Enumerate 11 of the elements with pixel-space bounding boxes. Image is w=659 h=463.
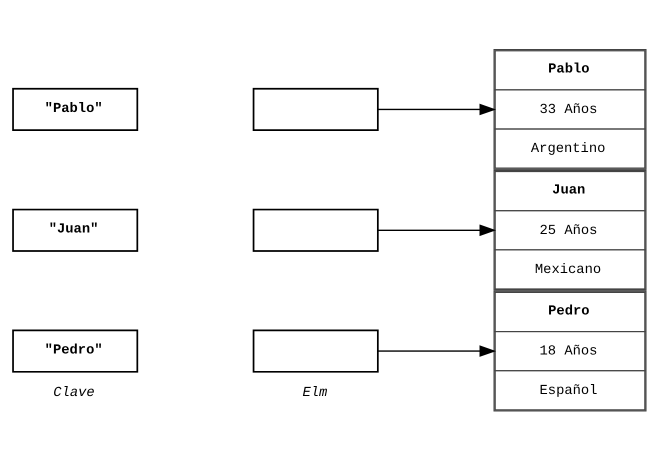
node-box bbox=[252, 208, 379, 252]
node-box bbox=[252, 87, 379, 131]
label: Clave bbox=[53, 386, 95, 401]
node-box: "Pablo" bbox=[12, 87, 138, 131]
arrow bbox=[378, 224, 496, 236]
node-box: "Pedro" bbox=[12, 329, 138, 372]
arrow bbox=[378, 344, 496, 356]
node-box: "Juan" bbox=[12, 208, 138, 252]
node-box bbox=[252, 329, 379, 372]
arrow bbox=[378, 103, 496, 115]
label: Elm bbox=[302, 386, 328, 401]
